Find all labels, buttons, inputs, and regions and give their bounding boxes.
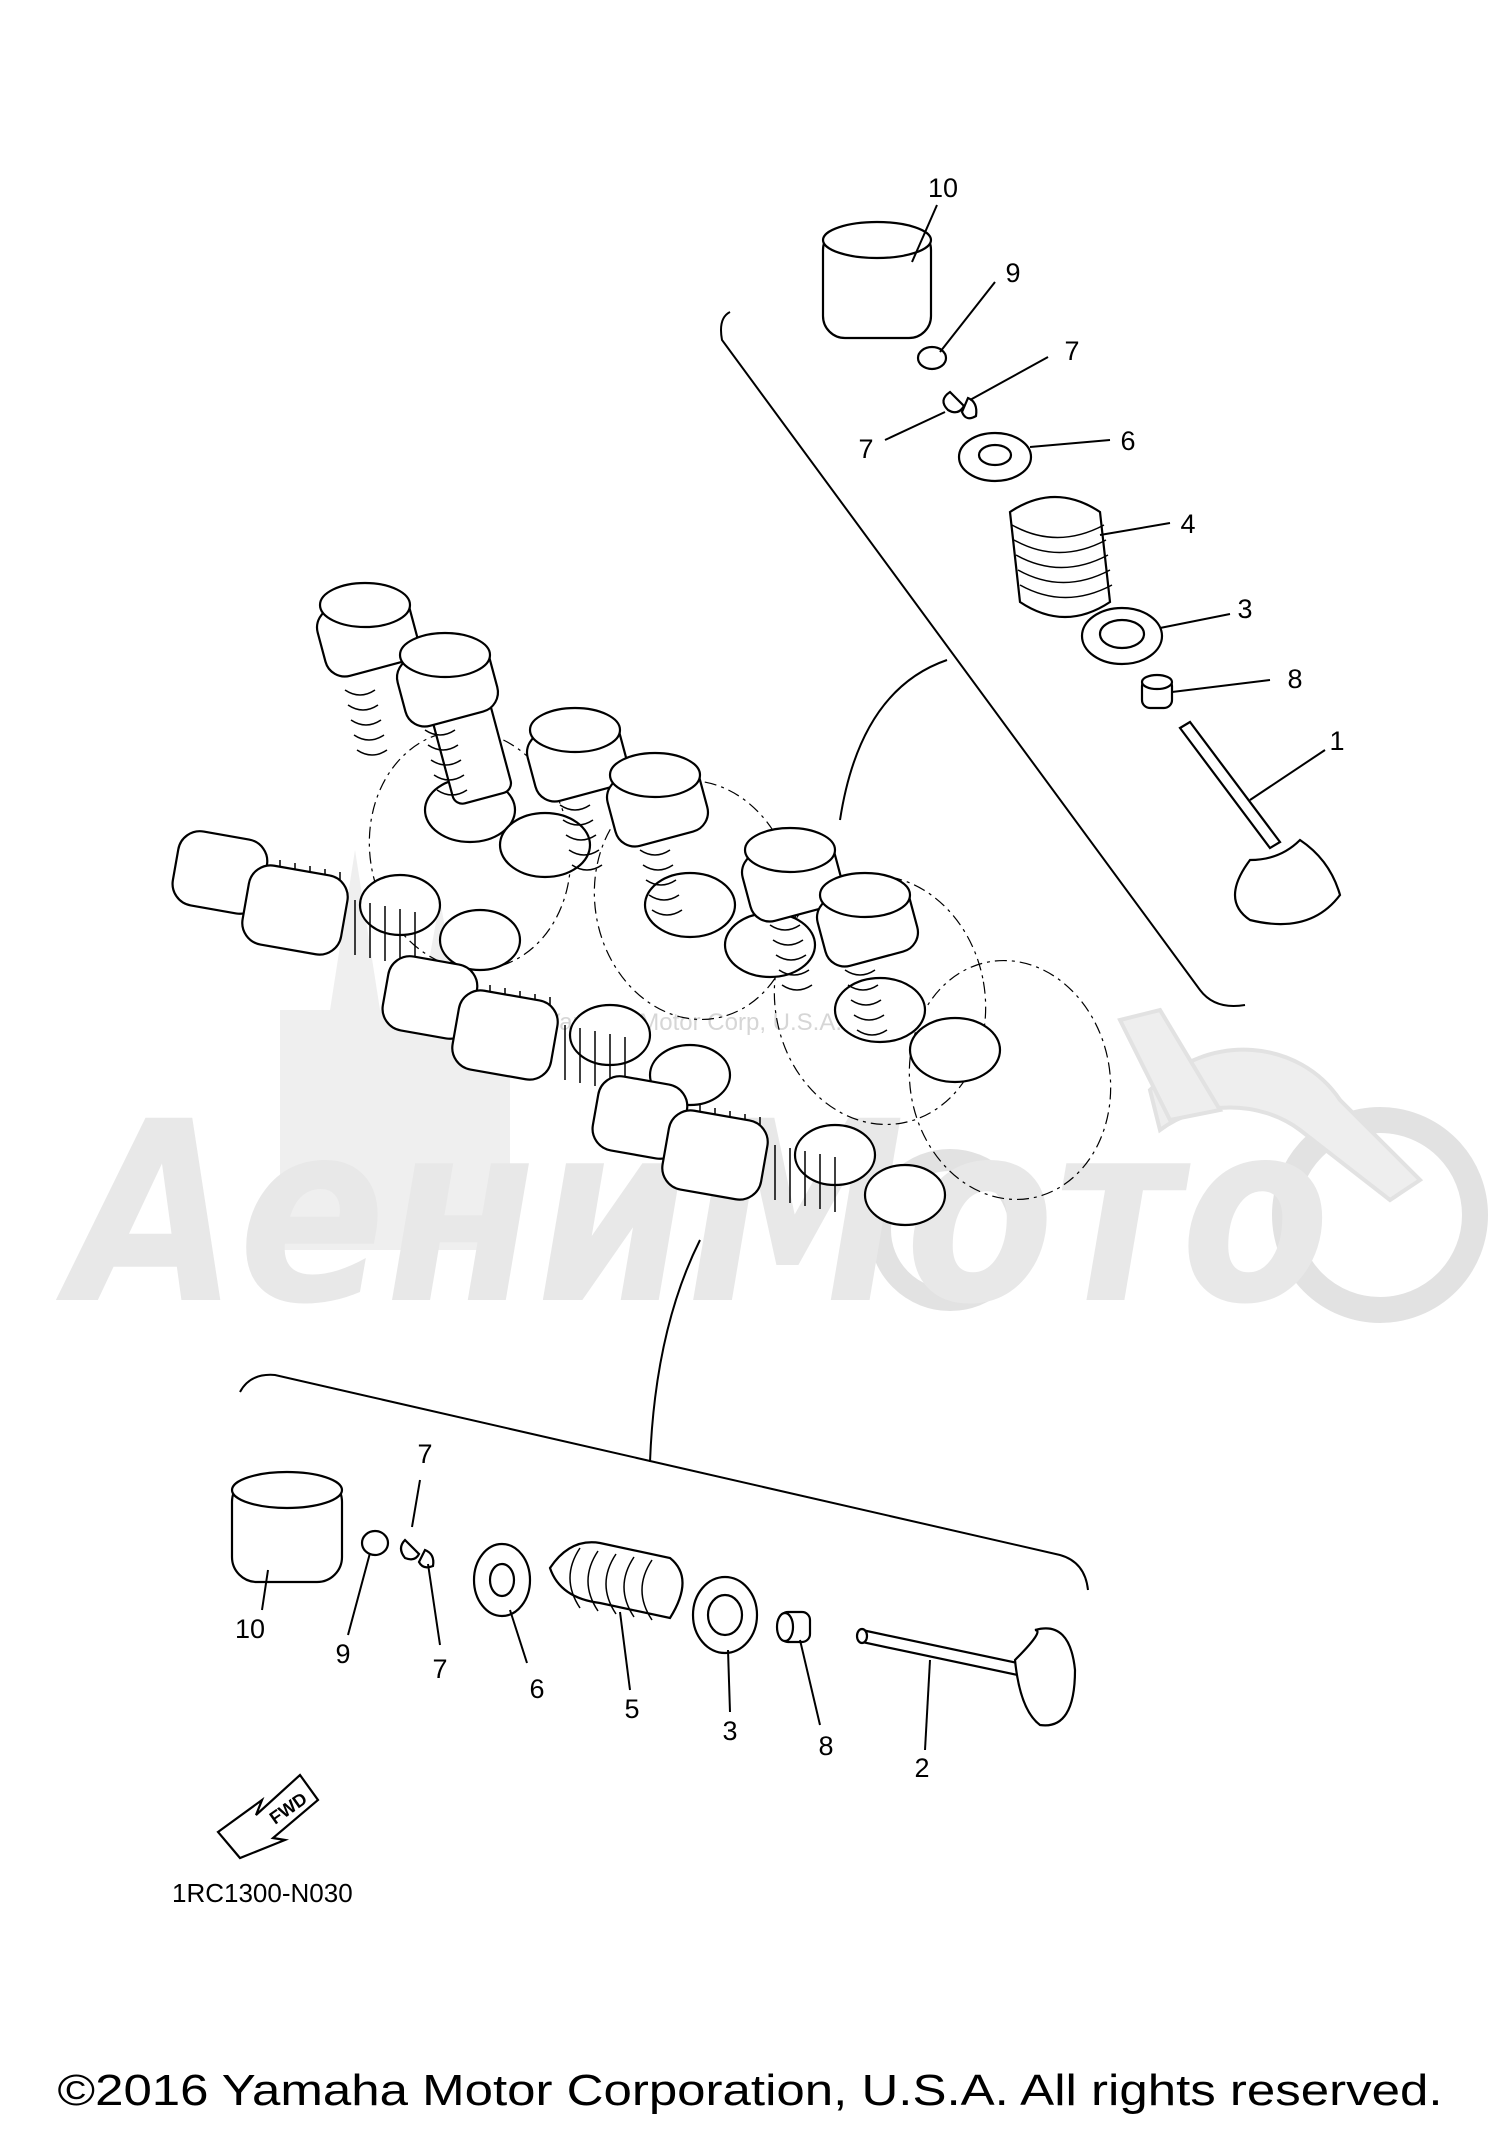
part-4-valve-spring [1008,496,1113,618]
bottom-leader-curve [649,1239,701,1463]
part-8-stem-seal [775,1610,812,1644]
part-6-spring-retainer [472,1542,532,1618]
callout-bottom-8: 8 [818,1731,833,1761]
part-2-exhaust-valve [855,1627,1077,1727]
callout-bottom-10: 10 [235,1614,265,1644]
callout-top-6: 6 [1120,426,1135,456]
valve-train-assembly-illustration [171,581,1112,1227]
callout-bottom-5: 5 [624,1694,639,1724]
watermark-motorcycle-graphic [869,1007,1488,1323]
exhaust-parts-exploded-group: 10 9 7 7 6 5 3 8 2 [230,1239,1089,1783]
top-bracket-line [720,311,1246,1007]
callout-bottom-3: 3 [722,1716,737,1746]
callout-top-8: 8 [1287,664,1302,694]
copyright-notice: ©2016 Yamaha Motor Corporation, U.S.A. A… [58,2066,1443,2115]
callout-bottom-7a: 7 [417,1439,432,1469]
forward-direction-arrow: FWD [216,1773,320,1860]
bottom-bracket-line [239,1373,1089,1591]
callout-top-7b: 7 [858,434,873,464]
part-10-valve-lifter [821,220,933,340]
top-leader-curve [839,659,948,821]
part-3-spring-seat [1080,606,1164,666]
callout-top-7a: 7 [1064,336,1079,366]
callout-top-9: 9 [1005,258,1020,288]
part-1-intake-valve [1178,720,1342,926]
diagram-code: 1RC1300-N030 [172,1878,353,1908]
callout-bottom-7b: 7 [432,1654,447,1684]
part-6-spring-retainer [957,431,1033,483]
callout-bottom-2: 2 [914,1753,929,1783]
part-10-valve-lifter [230,1470,344,1584]
callout-top-10: 10 [928,173,958,203]
part-7-valve-cotters [399,1538,435,1569]
exhaust-valve-set [171,830,947,1227]
part-9-adjusting-pad [916,345,948,371]
callout-top-4: 4 [1180,509,1195,539]
intake-parts-exploded-group: 10 9 7 7 6 4 3 8 1 [720,173,1345,1007]
part-8-stem-seal [1140,673,1174,710]
part-9-adjusting-pad [360,1529,390,1557]
part-5-valve-spring [548,1541,684,1621]
callout-top-3: 3 [1237,594,1252,624]
part-3-spring-seat [691,1575,759,1655]
callout-bottom-6: 6 [529,1674,544,1704]
callout-top-1: 1 [1329,726,1344,756]
part-7-valve-cotters [942,390,978,420]
callout-bottom-9: 9 [335,1639,350,1669]
intake-valve-set [315,581,1002,1084]
